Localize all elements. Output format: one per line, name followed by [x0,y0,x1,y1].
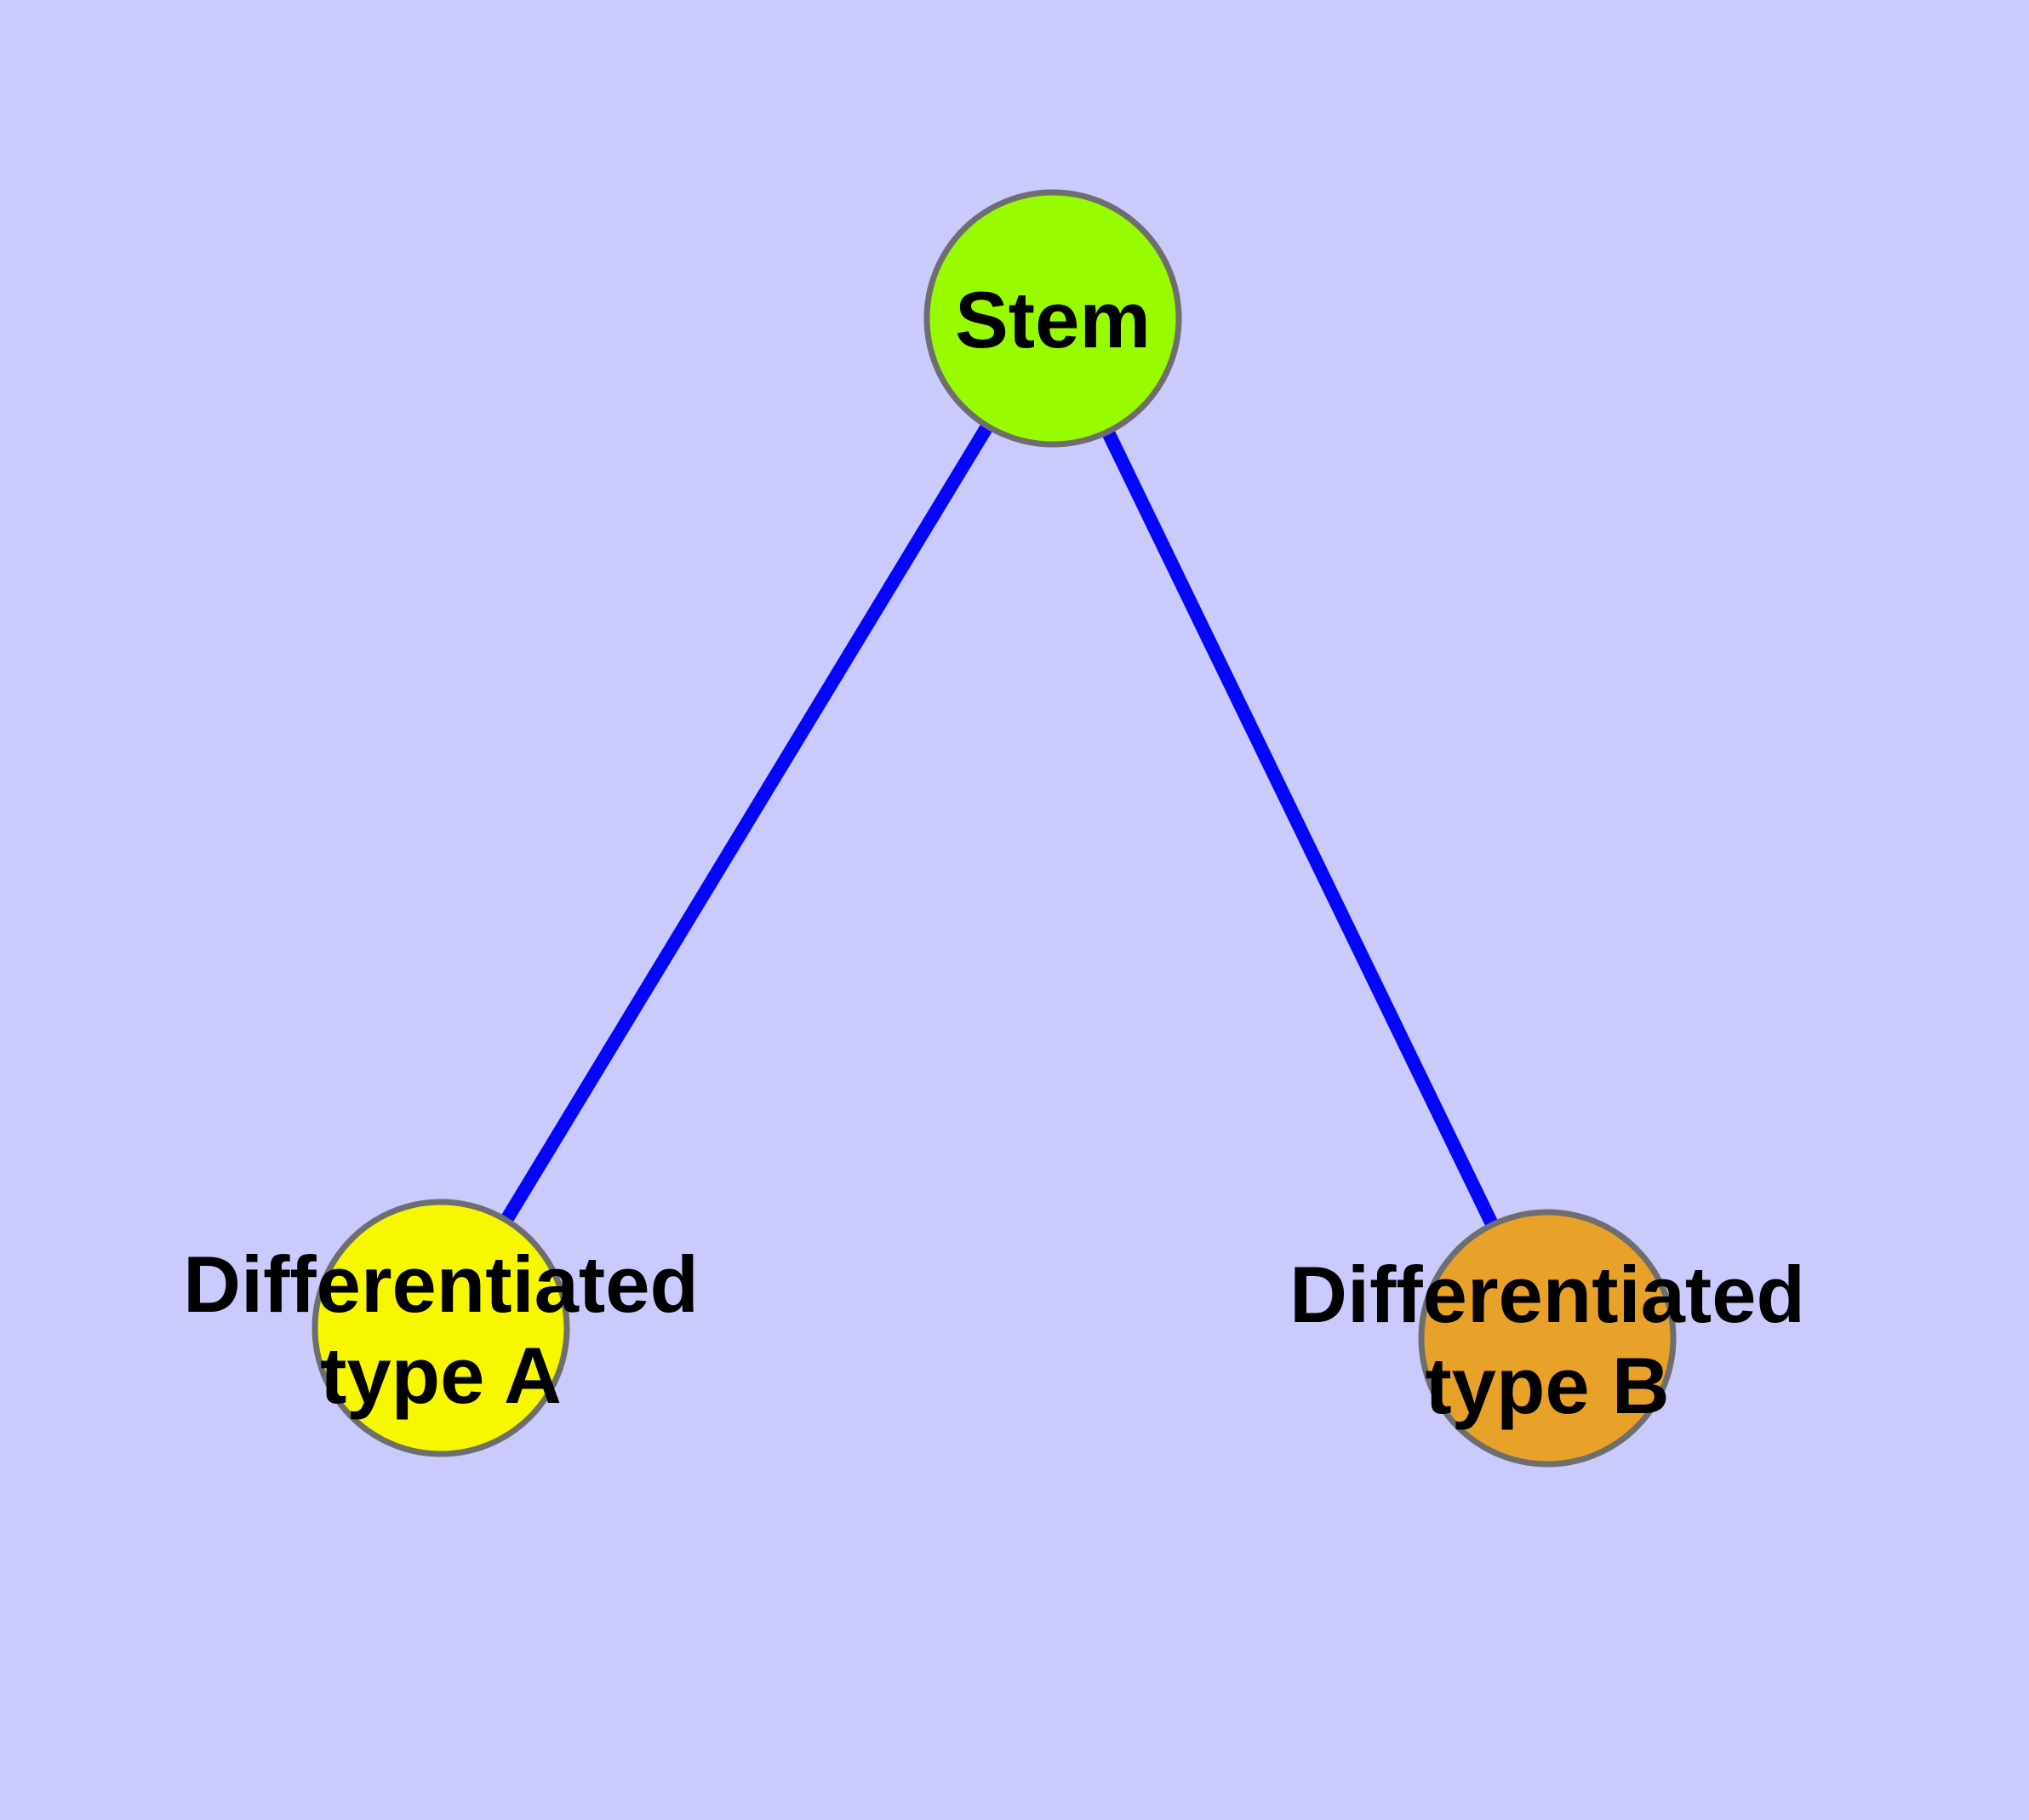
node-differentiated-type-b-label-line1: Differentiated [1289,1250,1805,1339]
node-differentiated-type-b-circle [1418,1209,1677,1468]
node-stem-circle [923,189,1182,448]
node-differentiated-type-a-label-line1: Differentiated [183,1239,699,1329]
node-differentiated-type-b-label-line2: type B [1425,1341,1669,1430]
node-stem-label: Stem [955,275,1151,364]
node-differentiated-type-a-label-line2: type A [320,1331,562,1420]
edge-stem-to-type-b [1046,315,1554,1342]
edge-stem-to-type-a [435,314,1059,1332]
node-differentiated-type-a-circle [311,1199,570,1457]
